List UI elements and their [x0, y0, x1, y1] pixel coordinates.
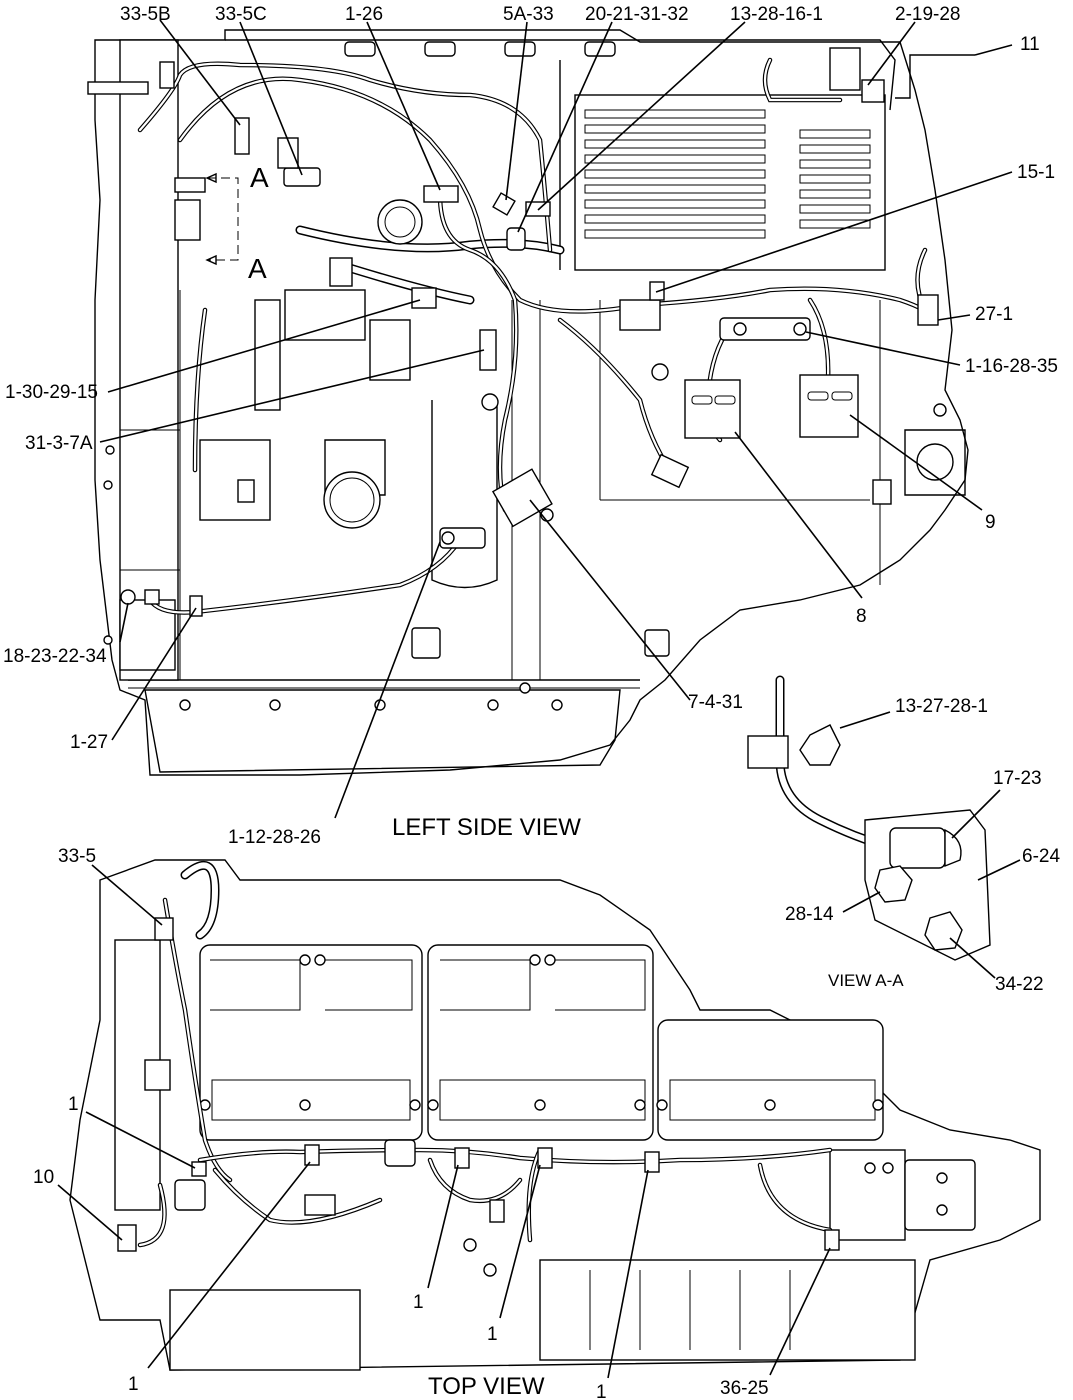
view-a-a-drawing: [747, 675, 991, 961]
connector-27-1: [917, 294, 939, 326]
callout-1-12-28-26: 1-12-28-26: [228, 827, 321, 848]
clamp-13-27-28-1: [747, 735, 789, 769]
clip-1-b: [454, 1147, 470, 1169]
manifold-bumps: [344, 41, 616, 57]
callout-27-1: 27-1: [975, 304, 1013, 325]
fuel-pump: [199, 439, 271, 521]
callout-33-5b: 33-5B: [120, 4, 171, 25]
top-view-drawing: [69, 859, 1041, 1371]
callout-13-27-28-1: 13-27-28-1: [895, 696, 988, 717]
callout-6-24: 6-24: [1022, 846, 1060, 867]
oil-filter: [431, 400, 498, 589]
relay-8: [684, 379, 741, 439]
boss: [644, 629, 670, 657]
intake-manifold-top: [225, 39, 896, 111]
callout-33-5: 33-5: [58, 846, 96, 867]
sensor-33-5c: [283, 167, 321, 187]
callout-2-19-28: 2-19-28: [895, 4, 961, 25]
pan-bolts: [179, 682, 563, 711]
sensor-5a-33: [492, 192, 516, 216]
callout-8: 8: [856, 606, 867, 627]
connector-A: [174, 177, 206, 193]
ecm-fins: [584, 109, 871, 239]
callout-1-b: 1: [487, 1324, 498, 1345]
connector-17-23: [889, 827, 946, 869]
callout-34-22: 34-22: [995, 974, 1044, 995]
section-marker-lower: A: [248, 253, 267, 284]
callout-1-16-28-35: 1-16-28-35: [965, 356, 1058, 377]
oil-pan: [144, 689, 621, 773]
oil-cooler-port: [323, 471, 381, 529]
callout-11: 11: [1020, 34, 1040, 55]
section-cut-line: [207, 177, 239, 261]
exhaust-flange: [904, 429, 966, 496]
callout-1-26: 1-26: [345, 4, 383, 25]
nut-13-27-28-1: [799, 724, 841, 766]
valve-cover-3: [656, 1019, 884, 1141]
bracket-11: [895, 54, 975, 99]
callout-15-1: 15-1: [1017, 162, 1055, 183]
leader-lines: [57, 19, 1021, 1379]
sensor-10: [117, 1224, 137, 1252]
callout-20-21-31-32: 20-21-31-32: [585, 4, 689, 25]
clip-1-d: [644, 1151, 660, 1173]
callout-18-23-22-34: 18-23-22-34: [3, 646, 107, 667]
clip-1-30-29-15: [411, 287, 437, 309]
section-marker-upper: A: [250, 162, 269, 193]
sensor-7-4-31: [491, 468, 553, 528]
connector-2-19-28: [829, 47, 861, 91]
valve-cover-2: [427, 944, 654, 1141]
top-view-title: TOP VIEW: [428, 1373, 545, 1400]
callout-1-27: 1-27: [70, 732, 108, 753]
connector-1-26: [423, 185, 459, 203]
front-cover-top: [169, 1289, 361, 1371]
view-a-a-title: VIEW A-A: [828, 971, 904, 990]
clip-1-top-left: [191, 1161, 207, 1177]
callout-1-c: 1: [128, 1374, 139, 1395]
callout-36-25: 36-25: [720, 1378, 769, 1399]
clip-1-c: [537, 1147, 553, 1169]
callout-31-3-7a: 31-3-7A: [25, 433, 93, 454]
clip-36-25: [824, 1229, 840, 1251]
clip-1-27: [189, 595, 203, 617]
front-housing: [119, 39, 179, 681]
sensor-33-5b: [234, 117, 250, 155]
callout-28-14: 28-14: [785, 904, 834, 925]
left-side-view-drawing: [87, 29, 975, 776]
callout-10: 10: [33, 1167, 54, 1188]
clip-1-a: [304, 1144, 320, 1166]
callout-9: 9: [985, 512, 996, 533]
callout-13-28-16-1: 13-28-16-1: [730, 4, 823, 25]
callout-33-5c: 33-5C: [215, 4, 267, 25]
callout-7-4-31: 7-4-31: [688, 692, 743, 713]
top-view-outline: [69, 859, 1041, 1371]
callout-1-top-left: 1: [68, 1094, 79, 1115]
callout-17-23: 17-23: [993, 768, 1042, 789]
callout-1-a: 1: [413, 1292, 424, 1313]
callout-1-d: 1: [596, 1382, 607, 1400]
relay-9: [799, 374, 859, 438]
exhaust-port: [916, 443, 954, 481]
valve-cover-1: [199, 944, 423, 1141]
block-lower: [539, 1259, 916, 1361]
callout-5a-33: 5A-33: [503, 4, 554, 25]
left-side-view-title: LEFT SIDE VIEW: [392, 814, 581, 841]
clip-18-23-22-34: [120, 589, 136, 605]
drain-plug: [411, 627, 441, 659]
sensor-31-3-7a: [479, 329, 497, 371]
intake-elbow: [377, 199, 423, 245]
bolt-28-14: [874, 865, 913, 903]
engine-outline: [94, 29, 969, 776]
callout-labels: 33-5B 33-5C 1-26 5A-33 20-21-31-32 13-28…: [3, 4, 1060, 1400]
callout-1-30-29-15: 1-30-29-15: [5, 382, 98, 403]
